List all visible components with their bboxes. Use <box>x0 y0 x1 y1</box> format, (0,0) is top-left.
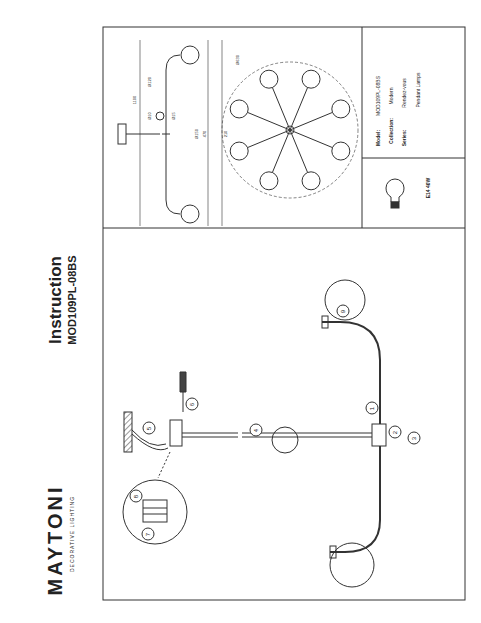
callout-number: 8 <box>133 494 139 497</box>
leader <box>158 452 170 478</box>
ceiling <box>124 412 132 452</box>
callout-number: 5 <box>146 426 152 429</box>
callout-number: 6 <box>189 402 195 405</box>
bulb-icon <box>386 179 404 202</box>
outline-circle <box>222 62 358 198</box>
arm <box>248 130 290 148</box>
callout-circle: 6 <box>186 398 199 411</box>
wire <box>132 434 168 450</box>
sheet-border <box>103 27 465 600</box>
dimension: Ø10 <box>148 112 152 120</box>
globe <box>260 172 278 190</box>
callout-circle: 5 <box>143 422 156 435</box>
info-value: Pendant Lamps <box>416 72 421 107</box>
dimension-line <box>208 40 209 226</box>
globe <box>156 112 164 120</box>
arm <box>162 55 180 214</box>
globe <box>272 427 298 453</box>
divider <box>362 27 363 228</box>
globe <box>302 70 320 88</box>
dimension-line <box>140 40 141 226</box>
divider <box>103 228 465 229</box>
info-key: Collection: <box>389 118 394 144</box>
screwdriver <box>180 372 186 392</box>
callout-number: 7 <box>145 532 151 535</box>
callout-number: 9 <box>340 309 346 312</box>
arm <box>322 322 380 424</box>
arm <box>290 130 308 172</box>
dimension: Ø15 <box>172 112 176 120</box>
callout-number: 1 <box>369 406 375 409</box>
lamp-spec: E14 40W <box>426 178 431 199</box>
dimension: 1100 <box>133 96 137 105</box>
dimension: Ø150 <box>195 129 199 139</box>
dimension: Ø630 <box>236 55 240 65</box>
arm <box>330 446 380 552</box>
canopy <box>118 124 126 144</box>
info-value: MOD109PL-08BS <box>376 76 381 116</box>
rod <box>182 433 238 434</box>
rod <box>242 437 372 438</box>
hub <box>372 424 386 446</box>
globe <box>230 142 248 160</box>
bulb-icon <box>391 202 399 208</box>
callout-circle: 3 <box>408 432 421 445</box>
arm <box>290 112 332 130</box>
callout-circle: 2 <box>389 426 402 439</box>
arm <box>272 88 290 130</box>
brand-tagline: DECORATIVE LIGHTING <box>70 496 75 572</box>
globe <box>332 100 350 118</box>
callout-number: 4 <box>253 428 259 431</box>
model-number: MOD109PL-08BS <box>67 255 78 344</box>
globe <box>230 100 248 118</box>
terminal-block <box>143 508 167 509</box>
dimension: 470 <box>203 131 207 138</box>
screwdriver <box>183 392 184 412</box>
hub <box>286 126 294 134</box>
globe <box>325 280 365 320</box>
rod <box>182 437 238 438</box>
dimension: 210 <box>224 131 228 138</box>
terminal-block <box>143 500 167 522</box>
globe <box>302 172 320 190</box>
globe <box>181 46 199 64</box>
globe <box>260 70 278 88</box>
terminal-block <box>143 514 167 515</box>
info-key: Model: <box>376 130 381 146</box>
inset <box>123 480 187 544</box>
globe <box>181 205 199 223</box>
callout-number: 2 <box>392 430 398 433</box>
globe <box>332 142 350 160</box>
title: Instruction <box>47 256 64 344</box>
info-key: Series: <box>402 130 407 147</box>
brand-logo: MAYTONI <box>45 484 65 595</box>
lamp-holder <box>330 546 336 558</box>
callout-circle: 1 <box>366 402 379 415</box>
info-value: Modern <box>389 88 394 105</box>
callout-circle: 4 <box>250 424 263 437</box>
callout-circle: 7 <box>142 528 155 541</box>
dimension: Ø120 <box>148 77 152 87</box>
info-value: Rendez-vous <box>402 78 407 107</box>
rod <box>126 134 160 135</box>
callout-number: 3 <box>411 436 417 439</box>
lamp-holder <box>322 316 328 328</box>
callout-circle: 9 <box>337 305 350 318</box>
callout-circle: 8 <box>130 490 143 503</box>
canopy <box>170 420 182 446</box>
globe <box>330 543 374 587</box>
divider <box>362 158 465 159</box>
